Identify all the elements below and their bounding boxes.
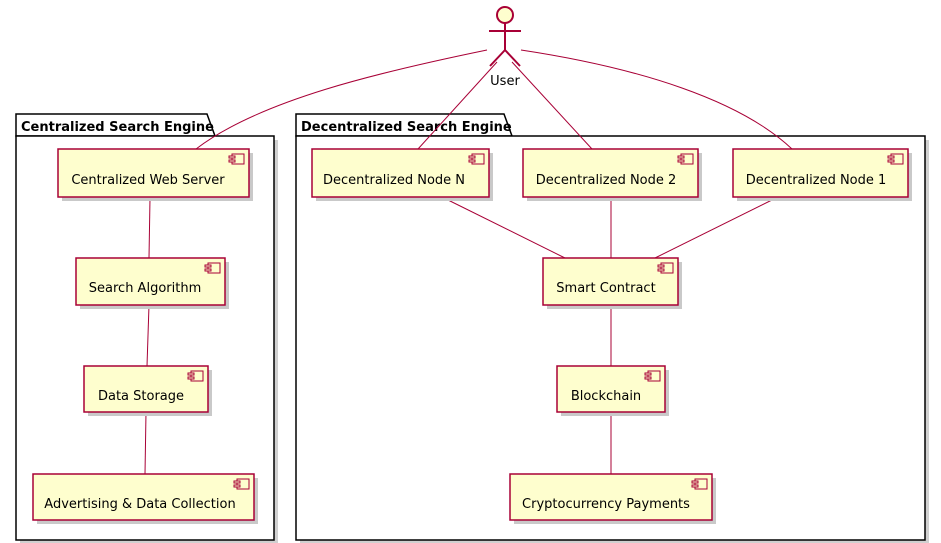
component-node-1[interactable]: Decentralized Node 1 <box>732 148 912 201</box>
component-web-server[interactable]: Centralized Web Server <box>57 148 253 201</box>
component-smart-contract[interactable]: Smart Contract <box>542 257 682 309</box>
component-label: Blockchain <box>571 389 641 404</box>
component-label: Search Algorithm <box>89 281 201 296</box>
stick-figure-icon <box>489 6 521 67</box>
edge-algorithm-storage <box>146 304 150 367</box>
edge-user-node-n <box>417 61 498 150</box>
component-search-algorithm[interactable]: Search Algorithm <box>75 257 229 309</box>
component-node-n[interactable]: Decentralized Node N <box>311 148 493 201</box>
edge-user-webserver <box>195 49 488 150</box>
component-label: Data Storage <box>98 389 184 404</box>
edge-node-1-contract <box>654 197 777 259</box>
component-label: Cryptocurrency Payments <box>522 497 690 512</box>
actor-user[interactable]: User <box>489 6 521 89</box>
component-label: Centralized Web Server <box>71 173 225 188</box>
component-label: Advertising & Data Collection <box>44 497 235 512</box>
edge-webserver-algorithm <box>148 197 151 259</box>
component-crypto-payments[interactable]: Cryptocurrency Payments <box>509 473 716 524</box>
component-blockchain[interactable]: Blockchain <box>556 365 669 416</box>
edge-node-n-contract <box>443 197 566 259</box>
component-label: Decentralized Node N <box>323 173 465 188</box>
edge-storage-advertising <box>144 411 147 475</box>
package-title-decentralized: Decentralized Search Engine <box>301 120 512 135</box>
component-label: Decentralized Node 1 <box>746 173 887 188</box>
component-node-2[interactable]: Decentralized Node 2 <box>522 148 702 201</box>
component-label: Decentralized Node 2 <box>536 173 677 188</box>
edge-user-node-2 <box>511 61 593 150</box>
actor-label: User <box>490 74 520 89</box>
component-data-storage[interactable]: Data Storage <box>83 365 212 416</box>
component-label: Smart Contract <box>556 281 655 296</box>
edges <box>144 49 793 475</box>
edge-user-node-1 <box>520 49 793 150</box>
package-title-centralized: Centralized Search Engine <box>21 120 214 135</box>
component-advertising[interactable]: Advertising & Data Collection <box>32 473 258 524</box>
